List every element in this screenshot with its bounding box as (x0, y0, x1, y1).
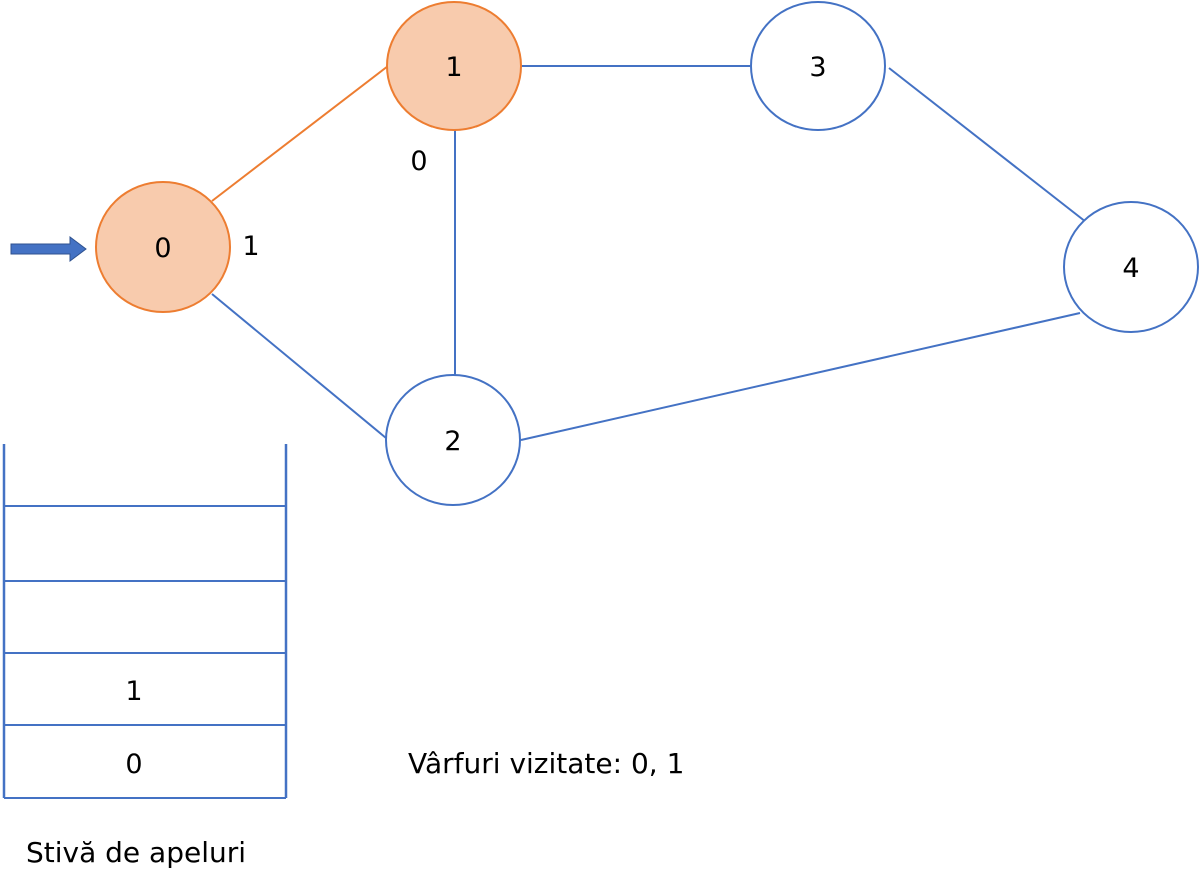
stack-slot: 1 (125, 676, 142, 707)
node-0: 0 (95, 181, 231, 313)
node-2: 2 (385, 374, 521, 506)
visited-vertices-text: Vârfuri vizitate: 0, 1 (408, 747, 684, 780)
edge-2-4 (520, 312, 1081, 441)
stack-slot: 0 (125, 749, 142, 780)
node-2-label: 2 (444, 426, 461, 457)
node-1: 1 (386, 1, 522, 131)
node-3: 3 (750, 1, 886, 131)
stack-caption: Stivă de apeluri (26, 836, 246, 869)
right-arrow-icon (10, 236, 87, 262)
edge-3-4 (888, 67, 1087, 223)
annotation-parent-index: 0 (410, 146, 427, 177)
node-3-label: 3 (809, 52, 826, 83)
node-0-label: 0 (154, 233, 171, 264)
annotation-next-index: 1 (242, 231, 259, 262)
node-4-label: 4 (1122, 253, 1139, 284)
edge-0-1 (211, 65, 389, 202)
node-1-label: 1 (445, 52, 462, 83)
edge-0-2 (211, 293, 387, 439)
call-stack: 1 0 (2, 444, 288, 799)
node-4: 4 (1063, 201, 1199, 333)
